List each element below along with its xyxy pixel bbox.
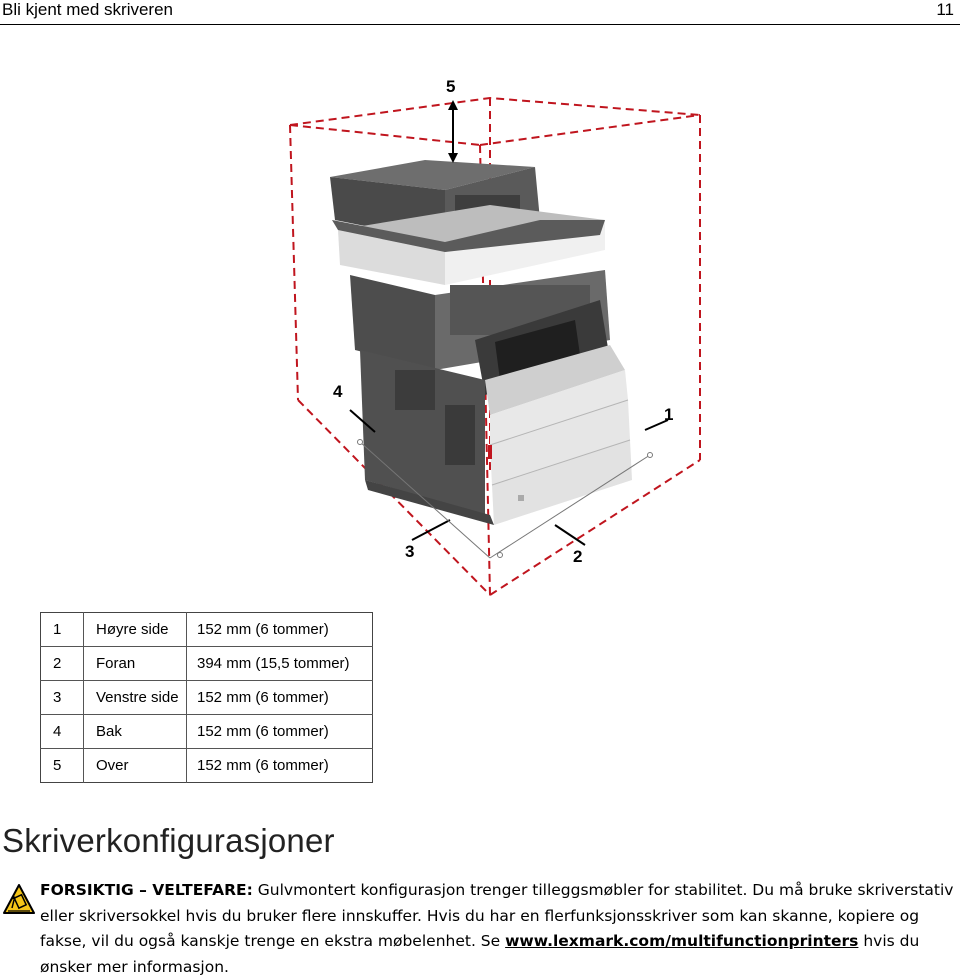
row-number: 5	[40, 748, 84, 783]
row-number: 2	[40, 646, 84, 681]
caution-paragraph: FORSIKTIG – VELTEFARE: Gulvmontert konfi…	[40, 878, 955, 980]
caution-body: Gulvmontert konfigurasjon trenger tilleg…	[40, 881, 954, 950]
side-label: Over	[83, 748, 187, 783]
page-number: 11	[936, 0, 954, 19]
clearance-table: 1 Høyre side 152 mm (6 tommer) 2 Foran 3…	[40, 612, 373, 783]
side-label: Foran	[83, 646, 187, 681]
table-row: 1 Høyre side 152 mm (6 tommer)	[41, 612, 373, 647]
dimension-arrows	[349, 100, 669, 546]
side-label: Høyre side	[83, 612, 187, 647]
table-row: 5 Over 152 mm (6 tommer)	[40, 748, 373, 783]
tip-over-warning-icon	[2, 883, 36, 915]
row-number: 4	[40, 714, 84, 749]
printer-illustration	[330, 160, 632, 525]
lexmark-link[interactable]: www.lexmark.com/multifunctionprinters	[505, 932, 859, 950]
callout-1: 1	[664, 405, 673, 424]
table-row: 3 Venstre side 152 mm (6 tommer)	[40, 680, 373, 715]
clearance-value: 152 mm (6 tommer)	[186, 680, 373, 715]
section-title: Skriverkonfigurasjoner	[2, 822, 335, 859]
clearance-value: 394 mm (15,5 tommer)	[186, 646, 373, 681]
guide-lines	[357, 439, 653, 559]
side-label: Bak	[83, 714, 187, 749]
clearance-value: 152 mm (6 tommer)	[186, 612, 373, 647]
side-label: Venstre side	[83, 680, 187, 715]
printer-clearance-figure: 5 4 1 3 2	[250, 70, 720, 605]
clearance-value: 152 mm (6 tommer)	[186, 748, 373, 783]
clearance-value: 152 mm (6 tommer)	[186, 714, 373, 749]
table-row: 2 Foran 394 mm (15,5 tommer)	[40, 646, 373, 681]
header-title: Bli kjent med skriveren	[2, 0, 174, 19]
callout-3: 3	[405, 542, 414, 561]
table-row: 4 Bak 152 mm (6 tommer)	[40, 714, 373, 749]
caution-body-end: hvis du ønsker mer informasjon.	[40, 932, 920, 976]
caution-label: FORSIKTIG – VELTEFARE:	[40, 881, 253, 899]
page-header: Bli kjent med skriveren 11	[0, 0, 960, 25]
callout-4: 4	[333, 382, 343, 401]
row-number: 1	[53, 621, 62, 638]
row-number: 3	[40, 680, 84, 715]
callout-5: 5	[446, 77, 455, 96]
callout-2: 2	[573, 547, 582, 566]
printer-clearance-illustration: 5 4 1 3 2	[289, 77, 701, 596]
